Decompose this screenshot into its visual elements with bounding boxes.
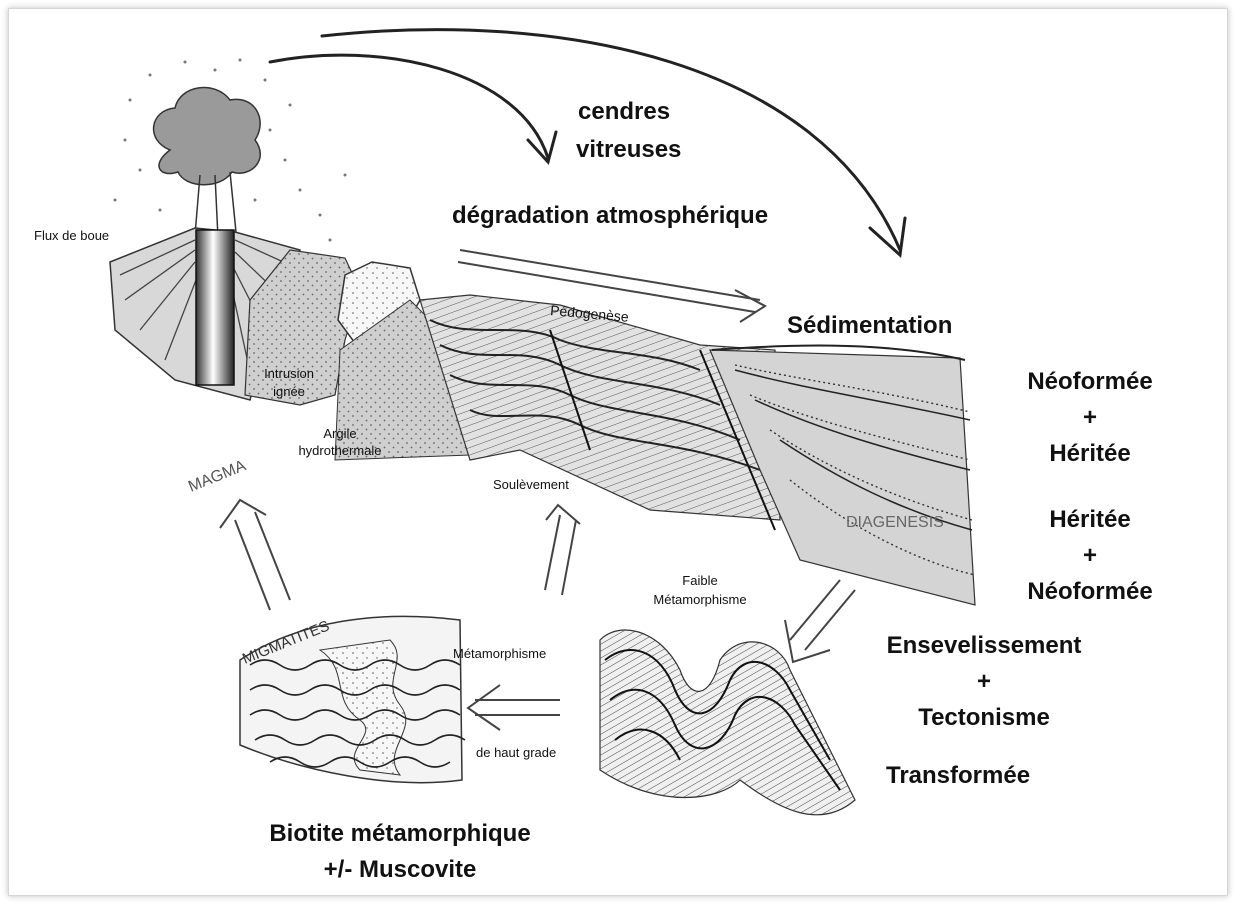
intrusion-label-line1: Intrusion bbox=[254, 366, 324, 381]
clay-origin-group-1: Néoformée + Héritée bbox=[1010, 364, 1170, 472]
inherited-label-1: Héritée bbox=[1010, 436, 1170, 472]
tilted-strata bbox=[420, 295, 780, 530]
plus-sign-3: + bbox=[864, 664, 1104, 700]
ash-label-line2: vitreuses bbox=[576, 136, 681, 164]
eruption-plume bbox=[154, 88, 261, 238]
inherited-label-2: Héritée bbox=[1010, 502, 1170, 538]
uplift-arrows bbox=[545, 505, 580, 595]
biotite-label-line2: +/- Muscovite bbox=[230, 856, 570, 884]
low-metamorphism-label-line1: Faible bbox=[650, 573, 750, 588]
mudflow-label: Flux de boue bbox=[34, 228, 109, 243]
biotite-label-line1: Biotite métamorphique bbox=[230, 820, 570, 848]
clay-label-line2: hydrothermale bbox=[290, 443, 390, 458]
intrusion-label-line2: ignée bbox=[254, 384, 324, 399]
magma-arrows bbox=[220, 500, 290, 610]
clay-origin-group-2: Héritée + Néoformée bbox=[1010, 502, 1170, 610]
weathering-label: dégradation atmosphérique bbox=[452, 202, 768, 230]
folded-rocks bbox=[600, 630, 855, 815]
sedimentation-label: Sédimentation bbox=[787, 312, 952, 340]
ash-label-line1: cendres bbox=[578, 98, 670, 126]
burial-label: Ensevelissement bbox=[864, 628, 1104, 664]
burial-arrows bbox=[785, 580, 855, 662]
low-metamorphism-label-line2: Métamorphisme bbox=[650, 592, 750, 607]
burial-group: Ensevelissement + Tectonisme bbox=[864, 628, 1104, 736]
neoformed-label-2: Néoformée bbox=[1010, 574, 1170, 610]
uplift-label: Soulèvement bbox=[493, 477, 569, 492]
plus-sign-2: + bbox=[1010, 538, 1170, 574]
neoformed-label-1: Néoformée bbox=[1010, 364, 1170, 400]
high-grade-label: de haut grade bbox=[476, 745, 556, 760]
metamorphism-label: Métamorphisme bbox=[453, 646, 546, 661]
metamorphism-arrow bbox=[468, 685, 560, 730]
plus-sign-1: + bbox=[1010, 400, 1170, 436]
diagenesis-label: DIAGENESIS bbox=[846, 514, 944, 532]
transformed-label: Transformée bbox=[886, 762, 1030, 790]
tectonism-label: Tectonisme bbox=[864, 700, 1104, 736]
clay-label-line1: Argile bbox=[290, 426, 390, 441]
